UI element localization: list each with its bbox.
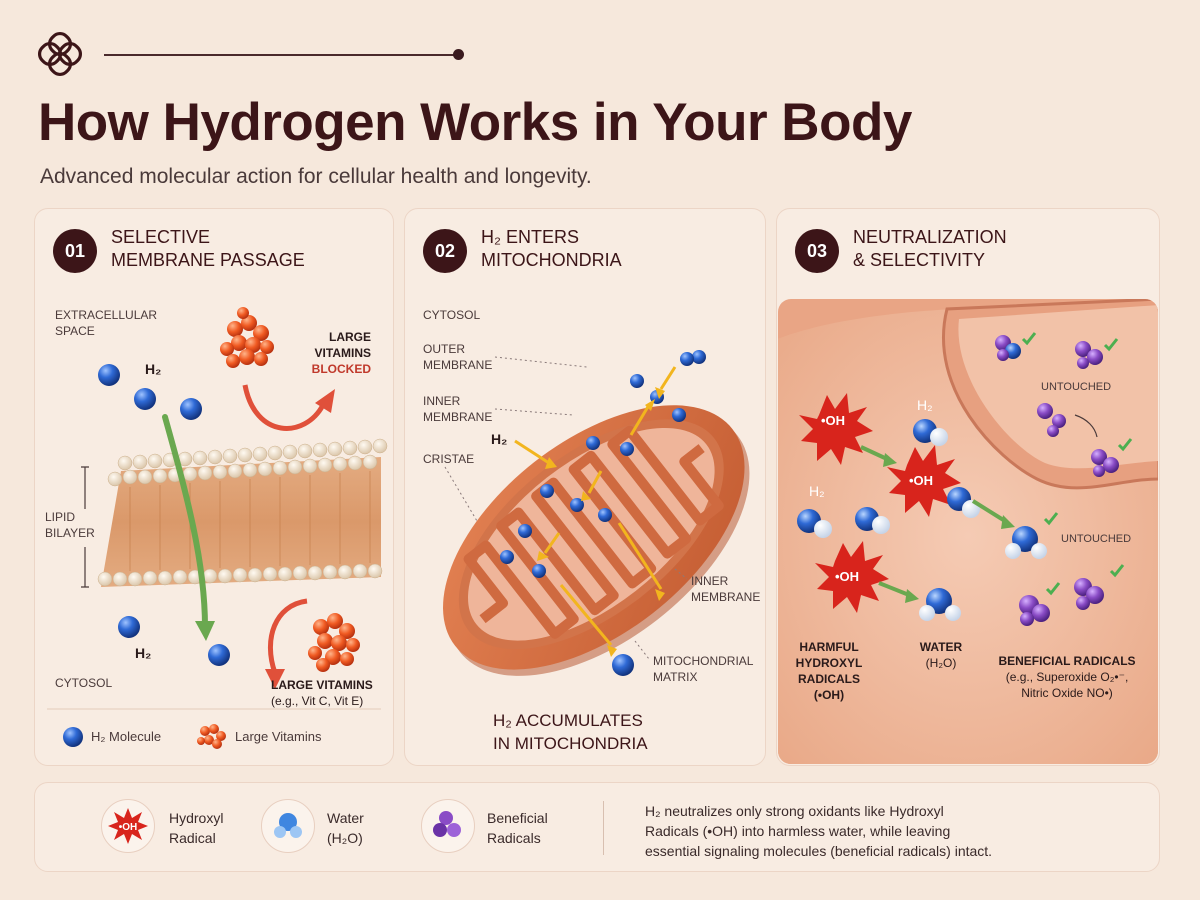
beneficial-radical-icon — [995, 335, 1119, 626]
h2-pass-arrow — [162, 414, 208, 630]
vitamin-cluster-icon — [220, 307, 274, 368]
panel-title: SELECTIVE MEMBRANE PASSAGE — [111, 227, 305, 270]
vitamin-cluster-icon — [308, 613, 360, 672]
hydroxyl-radical-icon — [799, 393, 961, 613]
beneficial-radical-icon — [421, 799, 475, 853]
legend-vitamin-icon — [197, 724, 226, 749]
panel-membrane-passage: 01 SELECTIVE MEMBRANE PASSAGE — [34, 208, 394, 766]
cytosol-label: CYTOSOL — [55, 676, 113, 690]
beneficial-radicals-label: BENEFICIAL RADICALS(e.g., Superoxide O₂•… — [998, 654, 1136, 700]
footer-water-label: Water(H₂O) — [327, 810, 364, 846]
neutralization-diagram — [778, 299, 1158, 764]
hydroxyl-label: •OH — [835, 569, 860, 584]
legend-vitamins-label: Large Vitamins — [235, 729, 322, 744]
header-divider-dot — [453, 49, 464, 60]
water-molecule-icon — [261, 799, 315, 853]
h2-label: H₂ — [135, 645, 152, 661]
logo-icon — [37, 31, 83, 77]
step-badge: 03 — [795, 229, 839, 273]
legend-h2-label: H₂ Molecule — [91, 729, 162, 744]
panel-title: H₂ ENTERS MITOCHONDRIA — [481, 227, 622, 270]
blocked-arrow — [242, 384, 326, 431]
h2-label: H₂ — [145, 361, 162, 377]
page-title: How Hydrogen Works in Your Body — [38, 93, 912, 152]
footer-divider — [603, 801, 604, 855]
cristae-label: CRISTAE — [423, 452, 475, 466]
bilayer-bracket — [81, 466, 89, 588]
hydroxyl-radical-icon: •OH — [101, 799, 155, 853]
checkmark-icon — [1021, 332, 1133, 596]
h2-molecule-icon — [98, 364, 230, 666]
water-label: WATER(H₂O) — [919, 640, 963, 670]
hydroxyl-label: •OH — [821, 413, 846, 428]
large-vitamins-label: LARGE VITAMINS(e.g., Vit C, Vit E) — [271, 678, 373, 708]
footer-summary: H₂ neutralizes only strong oxidants like… — [645, 803, 993, 859]
panel-mitochondria: 02 H₂ ENTERS MITOCHONDRIA — [404, 208, 766, 766]
cytosol-label: CYTOSOL — [423, 308, 481, 322]
untouched-label: UNTOUCHED — [1041, 381, 1112, 393]
membrane-diagram — [47, 307, 388, 749]
blocked-arrow — [267, 598, 308, 674]
h2-label: H₂ — [809, 483, 825, 499]
water-molecule-icon — [919, 526, 1047, 621]
page-subtitle: Advanced molecular action for cellular h… — [40, 165, 592, 188]
mitochondrion — [443, 405, 750, 676]
h2-label: H₂ — [491, 431, 508, 447]
h2-label: H₂ — [917, 397, 933, 413]
untouched-label: UNTOUCHED — [1061, 533, 1132, 545]
svg-text:•OH: •OH — [119, 822, 138, 833]
reaction-arrows — [860, 445, 1007, 597]
mitochondria-caption: H₂ ACCUMULATES IN MITOCHONDRIA — [493, 711, 648, 753]
lipid-bilayer — [97, 438, 388, 587]
hydroxyl-label: •OH — [909, 473, 934, 488]
h2-flow-arrows — [514, 366, 677, 646]
mitochondrion-diagram — [443, 350, 750, 676]
step-badge: 02 — [423, 229, 467, 273]
panel-neutralization: 03 NEUTRALIZATION & SELECTIVITY — [776, 208, 1160, 766]
header-divider-line — [104, 54, 456, 56]
legend-h2-icon — [63, 727, 83, 747]
step-badge: 01 — [53, 229, 97, 273]
panel-title: NEUTRALIZATION & SELECTIVITY — [853, 227, 1007, 270]
